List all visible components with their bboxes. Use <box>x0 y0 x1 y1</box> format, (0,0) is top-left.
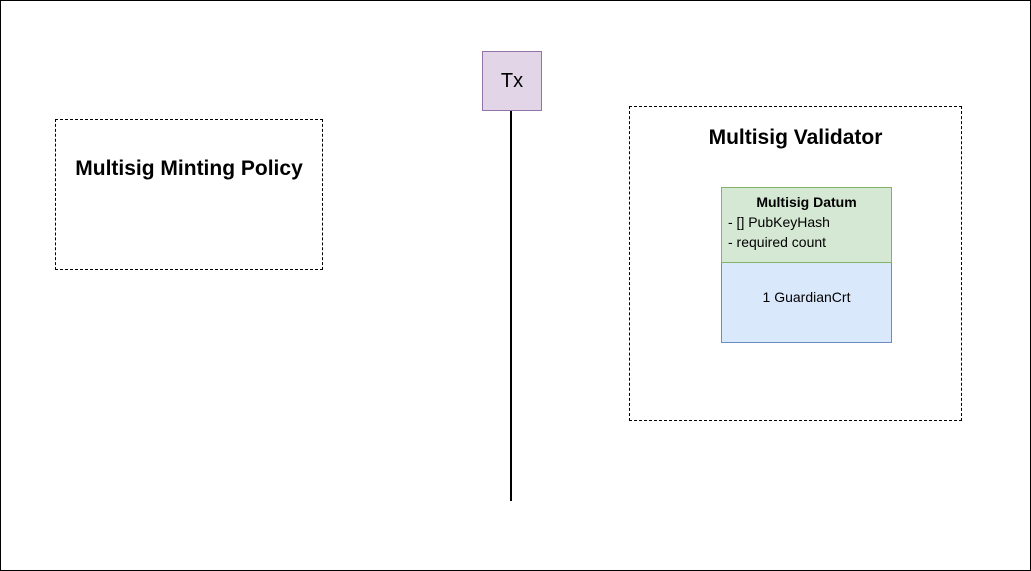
guardian-asset-box[interactable]: 1 GuardianCrt <box>721 263 892 343</box>
datum-field-pubkeyhash: - [] PubKeyHash <box>728 213 830 230</box>
validator-title: Multisig Validator <box>708 126 883 149</box>
minting-policy-title: Multisig Minting Policy <box>75 157 303 180</box>
tx-node-label: Tx <box>500 70 524 92</box>
validator-utxo-stack: Multisig Datum - [] PubKeyHash - require… <box>721 187 892 343</box>
minting-policy-container[interactable]: Multisig Minting Policy <box>55 119 323 270</box>
multisig-datum-box[interactable]: Multisig Datum - [] PubKeyHash - require… <box>721 187 892 263</box>
validator-container[interactable]: Multisig Validator <box>629 106 962 421</box>
tx-node[interactable]: Tx <box>482 51 542 111</box>
guardian-asset-label: 1 GuardianCrt <box>762 289 851 305</box>
datum-field-required-count: - required count <box>728 234 827 251</box>
multisig-datum-title: Multisig Datum <box>756 194 857 210</box>
tx-connector-line <box>510 111 512 501</box>
